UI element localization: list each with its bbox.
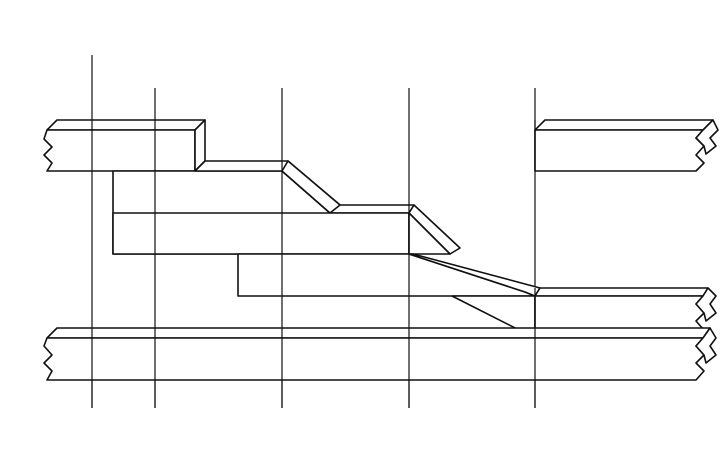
upper-right-block-side — [695, 119, 719, 155]
lower-long-bar-top — [46, 327, 711, 339]
stepped-bar-1-slope — [281, 160, 341, 214]
stepped-bar-3 — [237, 253, 541, 339]
stepped-bar-2-body — [112, 212, 410, 255]
upper-left-block-front — [43, 129, 196, 172]
right-middle-bar-side — [695, 287, 717, 322]
vertical-guide-lines-overlay — [91, 120, 536, 408]
upper-right-block-front — [534, 129, 705, 172]
right-middle-bar-top — [534, 287, 709, 297]
upper-left-block — [43, 119, 206, 172]
lower-long-bar-front — [43, 337, 705, 381]
stepped-bar-2 — [112, 204, 461, 255]
upper-left-block-top — [46, 119, 206, 131]
upper-right-block — [534, 119, 719, 172]
lower-long-bar — [43, 327, 717, 381]
upper-right-block-top — [534, 119, 714, 131]
lower-long-bar-side — [695, 327, 717, 364]
